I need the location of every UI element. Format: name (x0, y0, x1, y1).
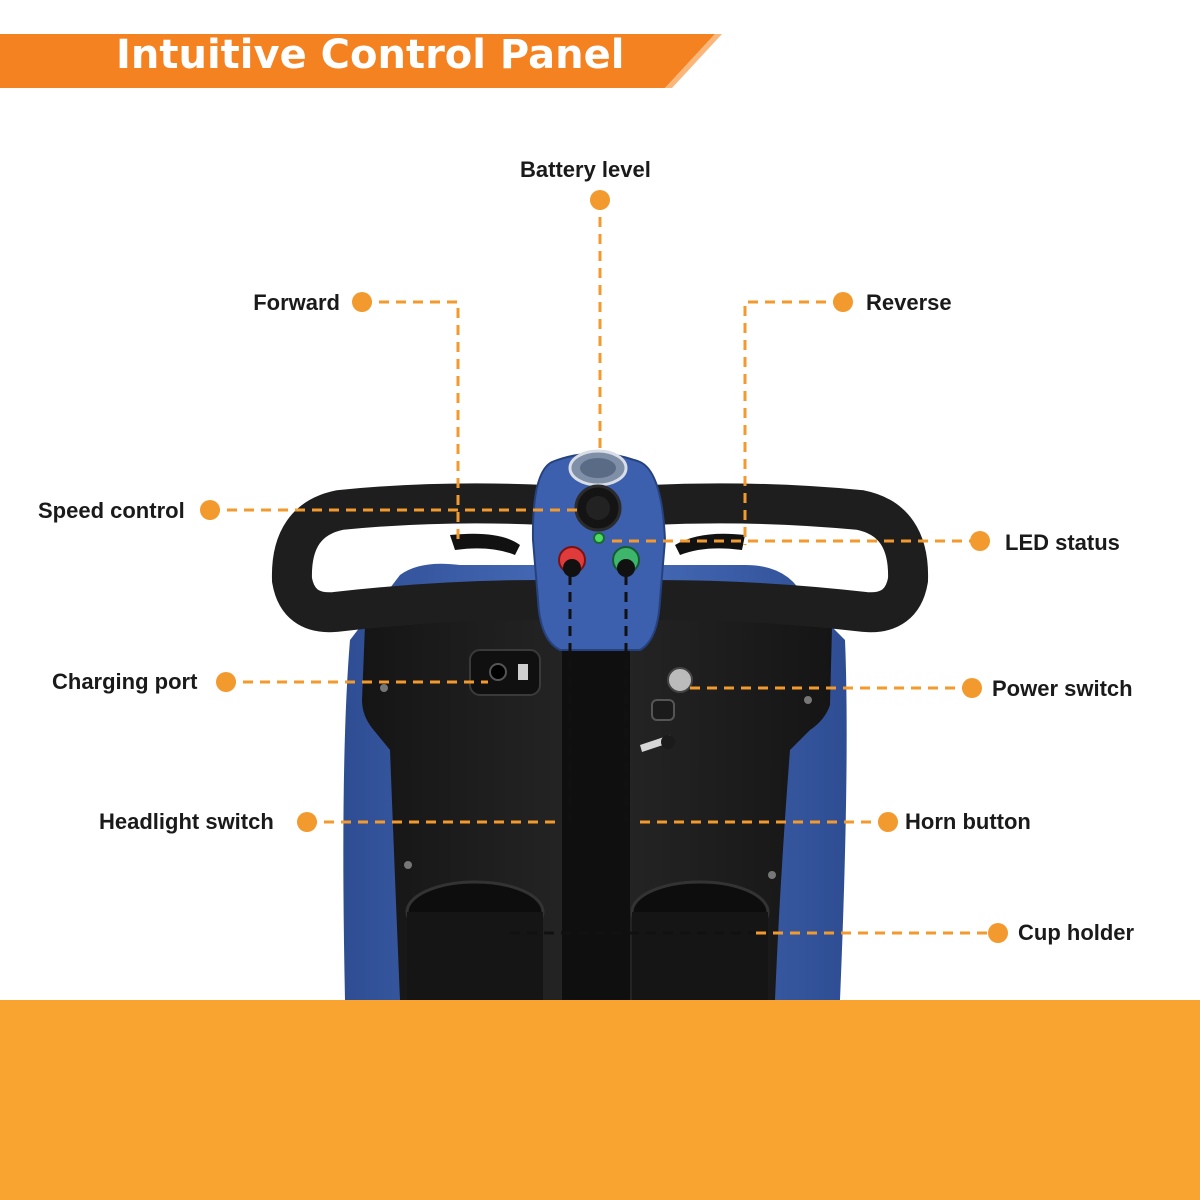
title-banner-edge (665, 34, 722, 88)
title-banner-bar (0, 34, 715, 88)
page-title: Intuitive Control Panel (116, 32, 625, 78)
callout-dot-headlight-switch (297, 812, 317, 832)
forward-paddle (450, 533, 520, 555)
battery-gauge-face (580, 458, 616, 478)
cup-holder-left-body (407, 912, 543, 1000)
control-console (531, 452, 667, 651)
label-horn-button: Horn button (905, 809, 1031, 834)
label-charging-port: Charging port (52, 669, 198, 694)
callout-line-reverse (743, 300, 843, 545)
handlebar-left (271, 483, 565, 633)
callout-lines-inner (510, 575, 756, 935)
screw (804, 696, 812, 704)
label-led-status: LED status (1005, 530, 1120, 555)
callout-dot-forward (352, 292, 372, 312)
key-fob (651, 699, 675, 721)
charging-port-socket (489, 663, 507, 681)
reverse-paddle (675, 533, 745, 555)
callout-dot-battery-level (590, 190, 610, 210)
callout-dot-speed-control (200, 500, 220, 520)
label-forward: Forward (253, 290, 340, 315)
callout-dot-reverse (833, 292, 853, 312)
callout-dots (200, 190, 1008, 943)
key-head (661, 735, 675, 749)
callout-dot-horn-button (878, 812, 898, 832)
title-banner (0, 34, 722, 88)
label-speed-control: Speed control (38, 498, 185, 523)
horn-button (617, 559, 635, 577)
label-headlight-switch: Headlight switch (99, 809, 274, 834)
screw (404, 861, 412, 869)
callout-dot-cup-holder (988, 923, 1008, 943)
speed-dial-center (586, 496, 610, 520)
callout-line-forward (362, 300, 460, 545)
led-indicator (593, 532, 605, 544)
callout-dot-led-status (970, 531, 990, 551)
usb-port (518, 664, 528, 680)
screw (768, 871, 776, 879)
steering-column (562, 640, 630, 1000)
label-battery-level: Battery level (520, 157, 651, 182)
scooter-illustration (200, 190, 1008, 1000)
callout-dot-charging-port (216, 672, 236, 692)
handlebar-right (630, 483, 929, 633)
label-cup-holder: Cup holder (1018, 920, 1135, 945)
callout-dot-power-switch (962, 678, 982, 698)
screw (380, 684, 388, 692)
callout-lines (210, 200, 998, 935)
power-switch-keyhole (667, 667, 693, 693)
cup-holder-right-body (632, 912, 768, 1000)
label-reverse: Reverse (866, 290, 952, 315)
label-power-switch: Power switch (992, 676, 1133, 701)
headlight-button (563, 559, 581, 577)
footer-band (0, 1000, 1200, 1200)
